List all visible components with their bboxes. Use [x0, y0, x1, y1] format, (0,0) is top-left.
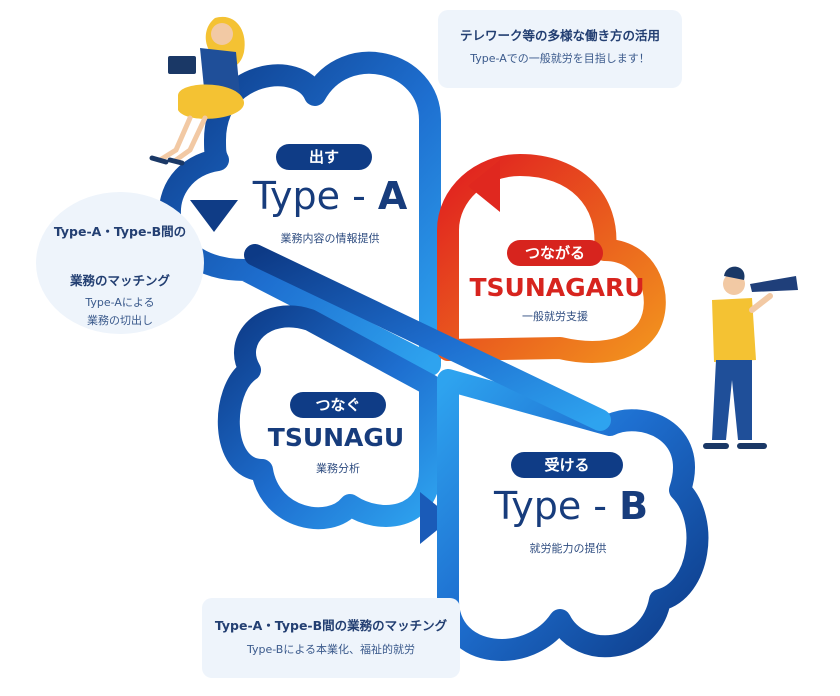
woman-laptop-illustration: [149, 16, 245, 166]
caption-tsunagu: 業務分析: [316, 462, 360, 475]
title-type-b-prefix: Type -: [493, 484, 620, 528]
callout-matching-b-title: Type-A・Type-B間の業務のマッチング: [214, 618, 448, 633]
callout-matching-a-sub-1: Type-Aによる: [85, 296, 155, 309]
callout-matching-b-subtitle: Type-Bによる本業化、福祉的就労: [246, 643, 416, 656]
pill-dasu: 出す: [276, 144, 372, 170]
title-type-a-prefix: Type -: [252, 174, 378, 218]
leaf-type-b: [437, 369, 709, 661]
pill-tsunagaru: つながる: [507, 240, 603, 266]
callout-matching-a-title-1: Type-A・Type-B間の: [53, 224, 187, 239]
callout-telework-title: テレワーク等の多様な働き方の活用: [459, 28, 660, 43]
callout-matching-a-title-2: 業務のマッチング: [69, 273, 170, 288]
flow-arrow-icon: [190, 200, 238, 232]
title-type-b: Type - B: [480, 480, 662, 532]
flow-arrow-icon: [468, 160, 500, 212]
pill-ukeru: 受ける: [511, 452, 623, 478]
cross-band: [244, 244, 611, 431]
callout-telework: テレワーク等の多様な働き方の活用 Type-Aでの一般就労を目指します！: [438, 10, 682, 88]
caption-tsunagaru: 一般就労支援: [522, 310, 588, 323]
caption-type-a: 業務内容の情報提供: [280, 232, 380, 245]
title-tsunagu: TSUNAGU: [267, 423, 405, 452]
callout-matching-b: Type-A・Type-B間の業務のマッチング Type-Bによる本業化、福祉的…: [202, 598, 460, 678]
leaf-tsunagu: [217, 305, 441, 530]
pill-tsunagu: つなぐ: [290, 392, 386, 418]
flow-arrow-icon: [420, 492, 452, 544]
title-type-b-main: B: [619, 484, 649, 528]
man-telescope-illustration: [703, 266, 798, 449]
callout-telework-subtitle: Type-Aでの一般就労を目指します！: [470, 52, 650, 65]
title-tsunagaru: TSUNAGARU: [469, 273, 645, 302]
callout-matching-a: Type-A・Type-B間の 業務のマッチング Type-Aによる 業務の切出…: [36, 192, 204, 334]
title-type-a-main: A: [377, 174, 408, 218]
callout-matching-a-sub-2: 業務の切出し: [87, 314, 153, 327]
title-type-a: Type - A: [240, 170, 420, 222]
caption-type-b: 就労能力の提供: [529, 542, 607, 555]
